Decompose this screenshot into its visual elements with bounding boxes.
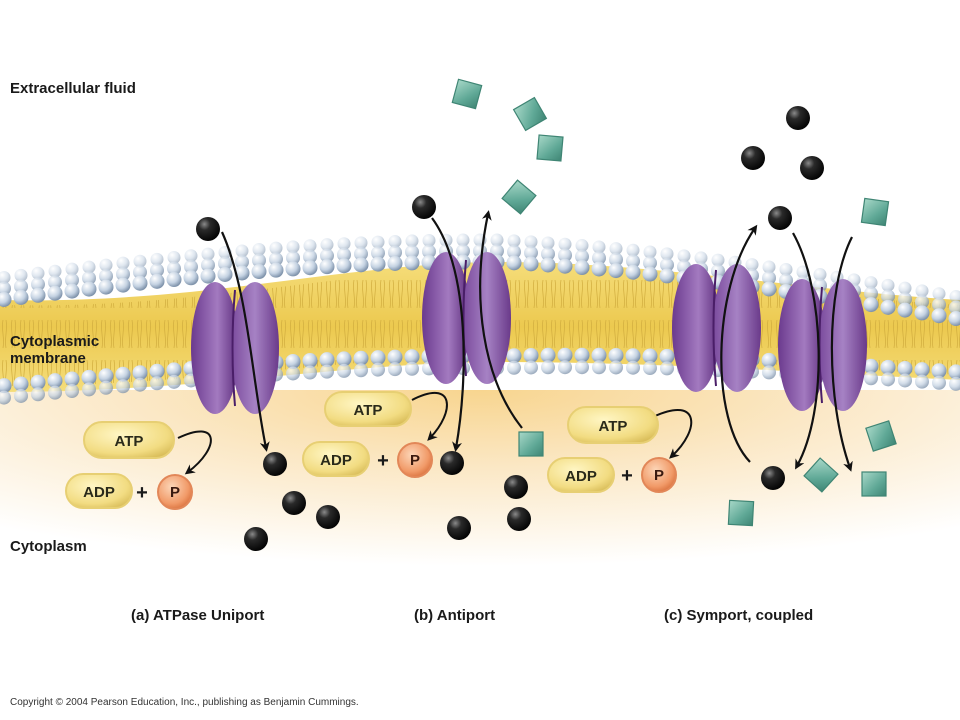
cytoplasm-label: Cytoplasm <box>10 538 87 555</box>
caption-symport: (c) Symport, coupled <box>664 607 814 624</box>
copyright-notice: Copyright © 2004 Pearson Education, Inc.… <box>10 697 359 708</box>
symport-protein-1 <box>672 264 761 392</box>
panel-c-atp: ATP <box>567 406 659 444</box>
caption-antiport: (b) Antiport <box>414 607 496 624</box>
atp-arrow-c <box>654 409 693 459</box>
cytoplasmic-membrane-label: Cytoplasmic membrane <box>10 333 99 367</box>
panel-c-plus: + <box>621 465 633 487</box>
svg-text:ADP: ADP <box>320 452 352 469</box>
antiport-arrow-out <box>479 210 523 429</box>
atp-arrow-b <box>411 392 448 441</box>
panel-a-plus: + <box>136 482 148 504</box>
svg-text:ATP: ATP <box>354 402 383 419</box>
antiport-arrow-in <box>431 217 465 452</box>
panel-c-phosphate: P <box>641 457 677 493</box>
panel-b-adp: ADP <box>302 441 370 477</box>
svg-text:ATP: ATP <box>115 433 144 450</box>
panel-a-atp: ATP <box>83 421 175 459</box>
panel-b-plus: + <box>377 450 389 472</box>
uniport-arrow <box>220 231 270 452</box>
solute-cubes <box>451 78 897 527</box>
panel-b-atp: ATP <box>324 391 412 427</box>
solute-spheres <box>196 106 824 551</box>
svg-text:ADP: ADP <box>83 484 115 501</box>
symport-arrow-in-2 <box>830 236 853 472</box>
antiport-protein <box>422 252 511 384</box>
svg-text:ATP: ATP <box>599 418 628 435</box>
svg-text:P: P <box>654 467 664 484</box>
panel-b-phosphate: P <box>397 442 433 478</box>
symport-arrow-in-1 <box>792 232 820 470</box>
svg-text:P: P <box>170 484 180 501</box>
panel-a-adp: ADP <box>65 473 133 509</box>
svg-text:P: P <box>410 452 420 469</box>
membrane-label-line2: membrane <box>10 350 86 367</box>
panel-a-phosphate: P <box>157 474 193 510</box>
uniport-protein <box>191 282 279 414</box>
membrane-label-line1: Cytoplasmic <box>10 333 100 350</box>
extracellular-fluid-label: Extracellular fluid <box>10 80 136 97</box>
panel-c-adp: ADP <box>547 457 615 493</box>
symport-protein-2 <box>778 279 867 411</box>
symport-arrow-out <box>720 224 758 463</box>
svg-text:ADP: ADP <box>565 468 597 485</box>
caption-uniport: (a) ATPase Uniport <box>131 607 265 624</box>
atp-arrow-a <box>177 430 212 475</box>
